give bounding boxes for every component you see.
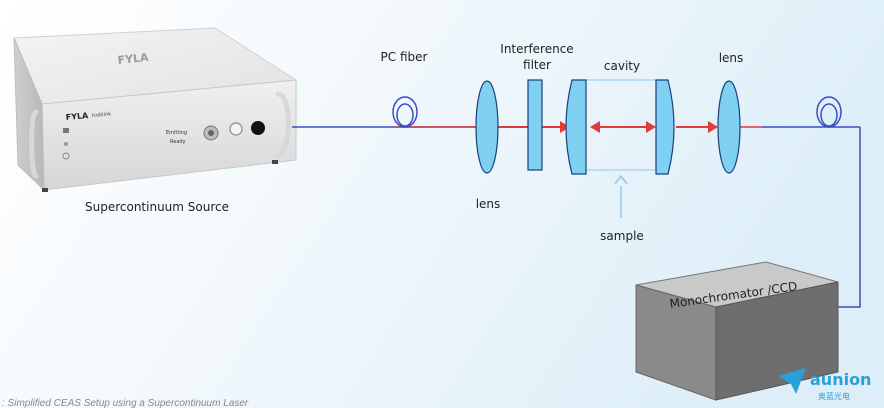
label-cavity: cavity (604, 59, 640, 73)
output-fiber-route (838, 127, 861, 308)
label-pc-fiber: PC fiber (381, 50, 428, 64)
lens-focusing (717, 80, 741, 174)
monochromator-side (715, 281, 839, 401)
device-panel-brand: FYLA (65, 111, 89, 122)
logo-wordmark: aunion (810, 370, 871, 389)
beam-arrowhead (590, 121, 600, 133)
interference-filter (527, 79, 543, 171)
emitting-indicator-label: Emitting (166, 130, 187, 136)
sample-arrow-head (614, 174, 628, 185)
cavity-mirror-right (655, 79, 675, 175)
key-switch-core (208, 130, 214, 136)
label-lens-top: lens (719, 51, 744, 65)
output-port (251, 121, 265, 135)
label-lens-bottom: lens (476, 197, 501, 211)
beam-arrowhead (708, 121, 718, 133)
device-foot (42, 188, 48, 192)
device-top-brand: FYLA (117, 51, 150, 67)
label-supercontinuum-source: Supercontinuum Source (85, 200, 229, 214)
supercontinuum-source-device: FYLA FYLA Iceblink Emitting Ready (13, 27, 298, 192)
output-fiber-loop (816, 96, 842, 128)
logo-arrow-icon (778, 368, 806, 394)
power-button (229, 122, 243, 136)
label-sample: sample (600, 229, 644, 243)
device-connector (63, 128, 69, 133)
device-model: Iceblink (92, 111, 112, 119)
device-foot (272, 160, 278, 164)
cavity-mirror-left (565, 79, 587, 175)
lens-collimating (475, 80, 499, 174)
fiber-loop-outer (816, 96, 842, 128)
figure-caption: : Simplified CEAS Setup using a Supercon… (2, 398, 249, 408)
aunion-logo: aunion 奥蓝光电 (778, 368, 871, 401)
fiber-loop-inner (820, 103, 838, 127)
logo-subtitle: 奥蓝光电 (818, 391, 850, 401)
label-interference-line2: filter (523, 58, 551, 72)
device-knob (62, 152, 70, 160)
device-led (64, 142, 68, 146)
monochromator-ccd (635, 261, 839, 401)
pc-fiber-loop (392, 96, 418, 128)
sample-arrow (614, 174, 628, 218)
fiber-loop-outer (392, 96, 418, 128)
label-interference-line1: Interference (500, 42, 573, 56)
fiber-loop-inner (396, 103, 414, 127)
device-right-handle (275, 91, 291, 159)
ready-indicator-label: Ready (170, 139, 186, 145)
beam-arrowhead (646, 121, 656, 133)
beam-arrowhead (560, 121, 570, 133)
device-left-handle (29, 109, 39, 179)
